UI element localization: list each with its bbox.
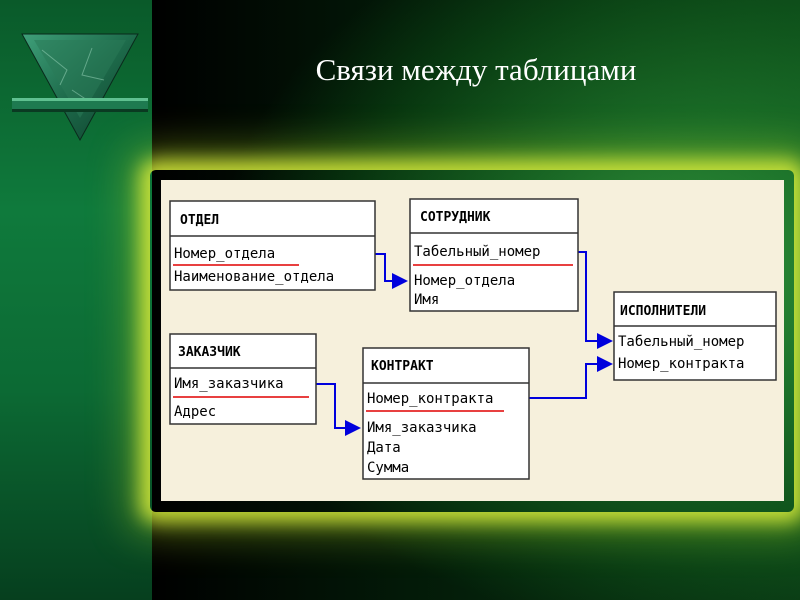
entity-title: КОНТРАКТ [371, 359, 434, 374]
slide-title: Связи между таблицами [315, 52, 637, 87]
entity-sotrudnik: СОТРУДНИК Табельный_номер Номер_отдела И… [409, 198, 579, 312]
entity-field: Табельный_номер [618, 334, 744, 350]
marble-triangle-logo [12, 33, 148, 142]
entity-field: Номер_контракта [618, 356, 744, 372]
entity-key-field: Табельный_номер [414, 244, 540, 260]
entity-field: Имя_заказчика [367, 420, 477, 436]
entity-ispolniteli: ИСПОЛНИТЕЛИ Табельный_номер Номер_контра… [613, 291, 777, 381]
entity-field: Имя [414, 292, 439, 308]
entity-key-field: Номер_отдела [174, 246, 275, 262]
relation-zakazchik-kontrakt [310, 383, 361, 436]
entity-title: ЗАКАЗЧИК [178, 345, 241, 360]
entity-field: Сумма [367, 460, 409, 476]
entity-title: ИСПОЛНИТЕЛИ [620, 304, 706, 319]
entity-title: СОТРУДНИК [420, 210, 491, 225]
entity-otdel: ОТДЕЛ Номер_отдела Наименование_отдела [169, 200, 376, 291]
relation-kontrakt-ispolniteli [525, 356, 613, 399]
entity-key-field: Номер_контракта [367, 391, 493, 407]
entity-zakazchik: ЗАКАЗЧИК Имя_заказчика Адрес [169, 333, 317, 425]
entity-field: Дата [367, 440, 401, 456]
entity-field: Наименование_отдела [174, 269, 334, 285]
entity-field: Адрес [174, 404, 216, 420]
entity-field: Номер_отдела [414, 273, 515, 289]
relation-sotrudnik-ispolniteli [574, 251, 613, 349]
entity-kontrakt: КОНТРАКТ Номер_контракта Имя_заказчика Д… [362, 347, 530, 480]
entity-key-field: Имя_заказчика [174, 376, 284, 392]
entity-title: ОТДЕЛ [180, 213, 219, 228]
